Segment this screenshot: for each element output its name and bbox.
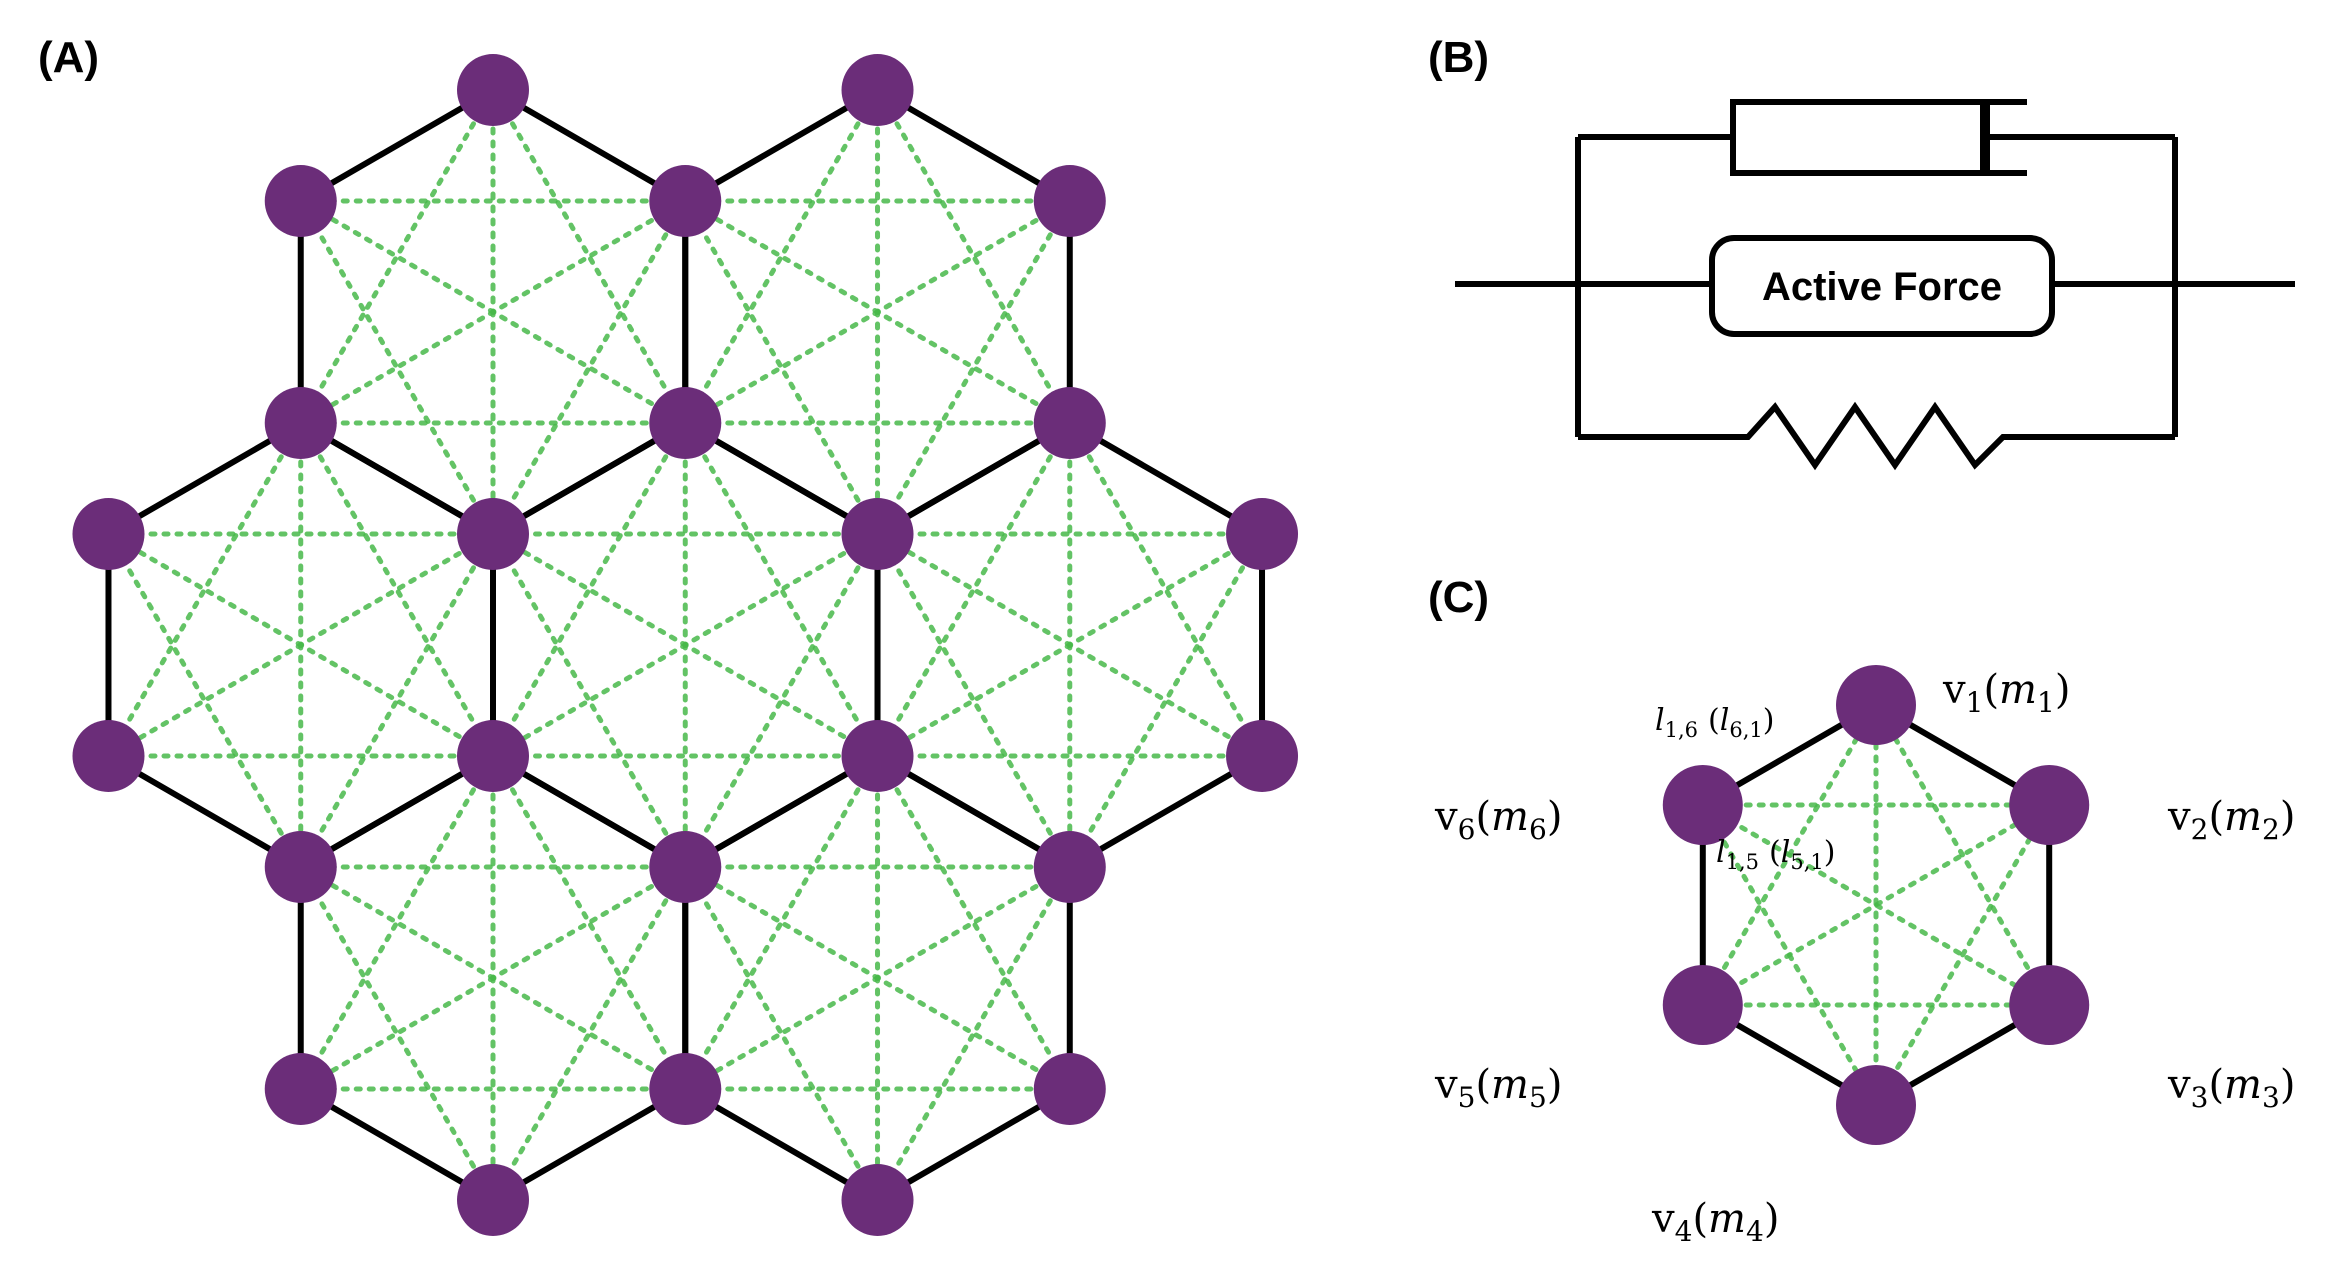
panel-c-label: (C)	[1428, 573, 1489, 622]
vertex-node-3	[2009, 965, 2090, 1045]
spring-line	[682, 864, 881, 1203]
panel-c-single-cell: (C) v1(m1) v2(m2) v3(m3) v4(m4) v5(m5) v…	[1428, 573, 2295, 1248]
spring-line	[682, 753, 881, 1092]
dashpot	[1578, 99, 2175, 176]
vertex-node	[457, 1164, 529, 1236]
active-force-element: Active Force	[1578, 235, 2175, 337]
vertex-node-5	[1662, 965, 1743, 1045]
spring-line	[682, 198, 881, 537]
length-label-1-5: l1,5(l5,1)	[1716, 835, 1835, 874]
panel-a-label: (A)	[38, 33, 99, 82]
spring-line	[490, 753, 688, 1092]
panel-a-hexagonal-lattice: (A)	[38, 33, 1299, 1236]
spring-line	[682, 531, 881, 870]
vertex-node	[841, 498, 914, 570]
vertex-node	[72, 720, 145, 792]
spring-line	[682, 864, 1073, 1092]
vertex-node	[264, 831, 337, 903]
length-label-1-6: l1,6(l6,1)	[1655, 703, 1774, 742]
vertex-node	[649, 831, 722, 903]
vertex-label-5: v5(m5)	[1434, 1062, 1562, 1114]
spring-line	[298, 531, 496, 870]
spring-line	[875, 420, 1073, 759]
panel-b-mechanical-circuit: (B) Active Force	[1428, 33, 2295, 471]
active-force-label: Active Force	[1762, 265, 2002, 309]
spring-line	[490, 87, 688, 426]
vertex-label-3: v3(m3)	[2167, 1062, 2295, 1114]
vertex-node	[264, 387, 337, 459]
vertex-node	[1033, 165, 1106, 237]
spring-line	[1873, 702, 2052, 1008]
vertex-node	[1033, 1053, 1106, 1125]
vertex-node	[649, 387, 722, 459]
spring-line	[1700, 802, 2052, 1008]
vertex-label-2: v2(m2)	[2167, 794, 2295, 846]
vertex-node	[264, 165, 337, 237]
spring-line	[490, 198, 688, 537]
vertex-node	[1226, 720, 1299, 792]
vertex-label-6: v6(m6)	[1434, 794, 1562, 846]
spring-line	[298, 87, 496, 426]
vertex-node	[457, 54, 529, 126]
vertex-node	[649, 1053, 722, 1125]
vertex-node-6	[1662, 765, 1743, 845]
spring-line	[490, 864, 688, 1203]
vertex-label-1: v1(m1)	[1942, 667, 2070, 719]
vertex-node	[1033, 831, 1106, 903]
lattice-nodes	[72, 54, 1299, 1236]
spring-line	[875, 531, 1265, 759]
spring-line	[298, 753, 496, 1092]
spring-line	[682, 420, 881, 759]
spring-line	[298, 198, 688, 426]
spring-line	[105, 420, 304, 759]
spring-line	[875, 198, 1073, 537]
spring-line	[490, 420, 688, 759]
vertex-node	[457, 720, 529, 792]
vertex-node	[1033, 387, 1106, 459]
spring-line	[298, 864, 496, 1203]
spring-line	[875, 864, 1073, 1203]
vertex-label-4: v4(m4)	[1651, 1196, 1779, 1248]
spring-line	[682, 87, 881, 426]
spring-line	[1700, 802, 1879, 1108]
vertex-node-1	[1836, 665, 1916, 745]
vertex-node-2	[2009, 765, 2090, 845]
vertex-node-4	[1836, 1065, 1916, 1145]
vertex-node	[72, 498, 145, 570]
spring-line	[105, 531, 304, 870]
spring-line	[1067, 531, 1265, 870]
spring-resistor	[1578, 401, 2175, 471]
spring-line	[490, 531, 688, 870]
spring-line	[875, 531, 1073, 870]
spring-line	[105, 531, 496, 759]
spring-line	[875, 87, 1073, 426]
cell-nodes	[1662, 665, 2090, 1145]
panel-b-label: (B)	[1428, 33, 1489, 82]
vertex-node	[264, 1053, 337, 1125]
vertex-node	[649, 165, 722, 237]
spring-line	[298, 420, 496, 759]
spring-line	[1873, 802, 2052, 1108]
spring-line	[298, 864, 688, 1092]
vertex-node	[841, 720, 914, 792]
vertex-node	[841, 54, 914, 126]
vertex-node	[841, 1164, 914, 1236]
spring-line	[298, 198, 496, 537]
spring-line	[682, 198, 1073, 426]
spring-line	[875, 753, 1073, 1092]
spring-line	[1067, 420, 1265, 759]
vertex-node	[1226, 498, 1299, 570]
spring-line	[490, 531, 881, 759]
cell-springs	[1700, 702, 2052, 1108]
vertex-node	[457, 498, 529, 570]
